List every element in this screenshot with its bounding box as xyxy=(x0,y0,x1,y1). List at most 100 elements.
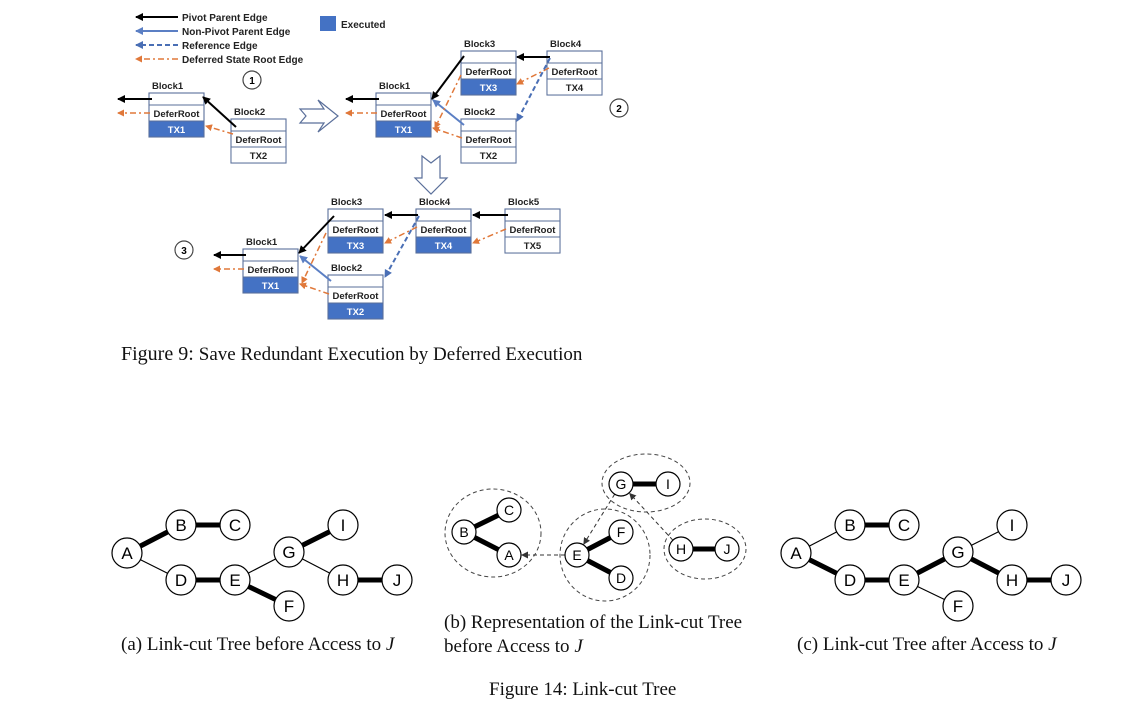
deferred-edge xyxy=(432,126,463,139)
node-label: J xyxy=(1062,571,1071,590)
reference-edge xyxy=(384,215,420,278)
svg-text:3: 3 xyxy=(181,246,187,257)
svg-text:2: 2 xyxy=(616,104,622,115)
figure9-caption-prefix: Figure 9: xyxy=(121,343,194,365)
pivot-edge xyxy=(202,96,237,128)
block-name: Block2 xyxy=(234,107,265,118)
block-name: Block5 xyxy=(508,197,540,208)
node-circle xyxy=(608,565,634,591)
node-d: D xyxy=(165,564,197,596)
node-label: F xyxy=(284,597,294,616)
figure9-caption: Figure 9: Save Redundant Execution by De… xyxy=(121,343,582,366)
node-circle xyxy=(996,509,1028,541)
subfigure-c-caption: (c) Link-cut Tree after Access to J xyxy=(797,634,1057,656)
tx-label: TX2 xyxy=(250,151,267,162)
tx-label: TX2 xyxy=(480,151,497,162)
node-label: G xyxy=(951,543,964,562)
node-circle xyxy=(219,509,251,541)
legend-item-pivot: Pivot Parent Edge xyxy=(135,13,268,24)
tx-label: TX4 xyxy=(566,83,584,94)
tx-cell xyxy=(148,120,205,138)
block-name: Block1 xyxy=(379,81,411,92)
node-a: A xyxy=(496,542,522,568)
tx-cell xyxy=(327,236,384,254)
node-label: E xyxy=(898,571,909,590)
path-pointer-ge xyxy=(583,493,616,545)
deferred-edge xyxy=(299,282,330,295)
node-label: C xyxy=(898,516,910,535)
nonpivot-edge xyxy=(432,99,465,126)
node-f: F xyxy=(608,519,634,545)
path-pointer-hg xyxy=(629,492,674,541)
node-circle xyxy=(273,590,305,622)
legend-item-executed: Executed xyxy=(320,16,385,31)
tx-label: TX5 xyxy=(524,241,542,252)
node-c: C xyxy=(496,497,522,523)
deferroot-label: DeferRoot xyxy=(381,109,428,120)
subfigure-a-caption-italic: J xyxy=(385,634,395,655)
svg-text:1: 1 xyxy=(249,76,255,87)
figure14-caption: Figure 14: Link-cut Tree xyxy=(489,679,677,700)
legend-label: Pivot Parent Edge xyxy=(182,13,268,24)
block-name: Block1 xyxy=(246,237,278,248)
transition-arrow-right xyxy=(298,99,339,133)
legend-label: Reference Edge xyxy=(182,41,258,52)
subfigure-b-caption-line1: (b) Representation of the Link-cut Tree xyxy=(444,612,743,633)
subfigure-a-caption-text: (a) Link-cut Tree before Access to xyxy=(121,634,386,655)
tx-cell xyxy=(242,276,299,294)
subfigure-b-caption: (b) Representation of the Link-cut Tree … xyxy=(444,611,742,659)
tx-label: TX1 xyxy=(168,125,186,136)
node-label: F xyxy=(617,524,626,540)
deferred-edge xyxy=(434,74,462,129)
node-label: B xyxy=(844,516,855,535)
subfigure-b-caption-line2: before Access to xyxy=(444,636,575,657)
node-h: H xyxy=(996,564,1028,596)
node-e: E xyxy=(564,542,590,568)
deferroot-label: DeferRoot xyxy=(333,291,380,302)
figure9-caption-text: Save Redundant Execution by Deferred Exe… xyxy=(198,344,583,365)
node-label: I xyxy=(666,476,670,492)
node-label: F xyxy=(953,597,963,616)
tx-cell xyxy=(546,78,603,96)
node-circle xyxy=(942,590,974,622)
node-circle xyxy=(451,519,477,545)
block-name: Block3 xyxy=(464,39,495,50)
tx-cell xyxy=(327,302,384,320)
node-label: A xyxy=(790,544,802,563)
node-circle xyxy=(780,537,812,569)
node-circle xyxy=(655,471,681,497)
deferred-edge xyxy=(301,232,327,284)
tx-label: TX3 xyxy=(480,83,497,94)
node-f: F xyxy=(942,590,974,622)
edges-layer xyxy=(117,53,551,295)
transition-arrow-down xyxy=(413,154,449,195)
legend: Pivot Parent Edge Non-Pivot Parent Edge … xyxy=(135,13,385,66)
block-name: Block4 xyxy=(550,39,582,50)
node-b: B xyxy=(165,509,197,541)
node-i: I xyxy=(655,471,681,497)
node-circle xyxy=(165,564,197,596)
deferred-edge xyxy=(384,226,418,244)
deferroot-label: DeferRoot xyxy=(236,135,283,146)
executed-swatch xyxy=(320,16,336,31)
node-a: A xyxy=(111,537,143,569)
node-label: D xyxy=(616,570,626,586)
node-b: B xyxy=(834,509,866,541)
group-ellipse-gi xyxy=(601,453,691,513)
tx-cell xyxy=(504,236,561,254)
tx-cell xyxy=(460,78,517,96)
node-circle xyxy=(942,536,974,568)
node-circle xyxy=(327,564,359,596)
node-label: A xyxy=(121,544,133,563)
deferred-edge xyxy=(472,228,507,244)
node-label: H xyxy=(337,571,349,590)
